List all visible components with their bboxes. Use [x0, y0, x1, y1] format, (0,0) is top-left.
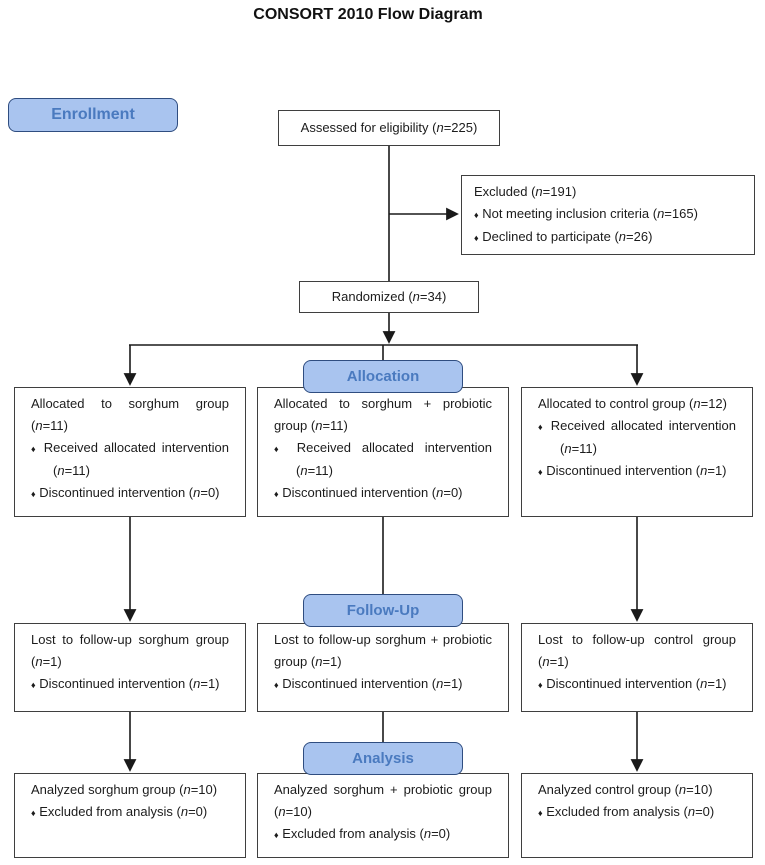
stage-label-followup: Follow-Up [303, 594, 463, 627]
diamond-bullet-icon: ♦ [274, 489, 279, 499]
box-line: Excluded (n=191) [474, 184, 577, 199]
box-followup-sorghum: Lost to follow-up sorghum group (n=1) ♦ D… [14, 623, 246, 712]
box-line: Assessed for eligibility (n=225) [300, 120, 478, 135]
box-line: ♦ Received allocated intervention (n=11) [31, 440, 229, 478]
box-line: Allocated to sorghum + probiotic group (… [274, 396, 492, 433]
diamond-bullet-icon: ♦ [31, 444, 38, 454]
box-followup-control: Lost to follow-up control group (n=1) ♦ D… [521, 623, 753, 712]
box-followup-sorghum-probiotic: Lost to follow-up sorghum + probiotic gr… [257, 623, 509, 712]
box-line: Randomized (n=34) [331, 289, 447, 304]
box-line: ♦ Discontinued intervention (n=1) [538, 463, 727, 478]
diamond-bullet-icon: ♦ [31, 808, 36, 818]
box-line: Lost to follow-up sorghum + probiotic gr… [274, 632, 492, 669]
box-allocated-sorghum: Allocated to sorghum group (n=11) ♦ Recei… [14, 387, 246, 517]
box-excluded: Excluded (n=191) ♦ Not meeting inclusion … [461, 175, 755, 255]
box-line: Allocated to control group (n=12) [538, 396, 727, 411]
box-analyzed-sorghum-probiotic: Analyzed sorghum + probiotic group (n=10… [257, 773, 509, 858]
box-line: Analyzed control group (n=10) [538, 782, 713, 797]
box-assessed-eligibility: Assessed for eligibility (n=225) [278, 110, 500, 146]
box-analyzed-control: Analyzed control group (n=10) ♦ Excluded … [521, 773, 753, 858]
box-analyzed-sorghum: Analyzed sorghum group (n=10) ♦ Excluded … [14, 773, 246, 858]
diamond-bullet-icon: ♦ [31, 489, 36, 499]
box-allocated-control: Allocated to control group (n=12) ♦ Recei… [521, 387, 753, 517]
box-line: Lost to follow-up control group (n=1) [538, 632, 736, 669]
stage-label-analysis: Analysis [303, 742, 463, 775]
box-allocated-sorghum-probiotic: Allocated to sorghum + probiotic group (… [257, 387, 509, 517]
diamond-bullet-icon: ♦ [274, 680, 279, 690]
box-line: ♦ Received allocated intervention (n=11) [538, 418, 736, 456]
box-line: ♦ Discontinued intervention (n=1) [274, 676, 463, 691]
diamond-bullet-icon: ♦ [538, 422, 545, 432]
box-randomized: Randomized (n=34) [299, 281, 479, 313]
box-line: ♦ Excluded from analysis (n=0) [274, 826, 451, 841]
box-line: ♦ Received allocated intervention (n=11) [274, 440, 492, 478]
box-line: Analyzed sorghum + probiotic group (n=10… [274, 782, 492, 819]
diamond-bullet-icon: ♦ [538, 808, 543, 818]
diagram-title: CONSORT 2010 Flow Diagram [253, 6, 483, 23]
box-line: ♦ Discontinued intervention (n=1) [538, 676, 727, 691]
box-line: Allocated to sorghum group (n=11) [31, 396, 229, 433]
box-line: ♦ Declined to participate (n=26) [474, 229, 653, 244]
diamond-bullet-icon: ♦ [538, 467, 543, 477]
diamond-bullet-icon: ♦ [538, 680, 543, 690]
box-line: ♦ Not meeting inclusion criteria (n=165) [474, 206, 698, 221]
stage-label-allocation: Allocation [303, 360, 463, 393]
diamond-bullet-icon: ♦ [474, 233, 479, 243]
stage-label-enrollment: Enrollment [8, 98, 178, 132]
box-line: ♦ Excluded from analysis (n=0) [538, 804, 715, 819]
box-line: Analyzed sorghum group (n=10) [31, 782, 218, 797]
box-line: ♦ Discontinued intervention (n=0) [31, 485, 220, 500]
box-line: ♦ Discontinued intervention (n=1) [31, 676, 220, 691]
diamond-bullet-icon: ♦ [31, 680, 36, 690]
diamond-bullet-icon: ♦ [274, 830, 279, 840]
box-line: ♦ Excluded from analysis (n=0) [31, 804, 208, 819]
box-line: ♦ Discontinued intervention (n=0) [274, 485, 463, 500]
box-line: Lost to follow-up sorghum group (n=1) [31, 632, 229, 669]
diamond-bullet-icon: ♦ [274, 444, 286, 454]
diamond-bullet-icon: ♦ [474, 210, 479, 220]
